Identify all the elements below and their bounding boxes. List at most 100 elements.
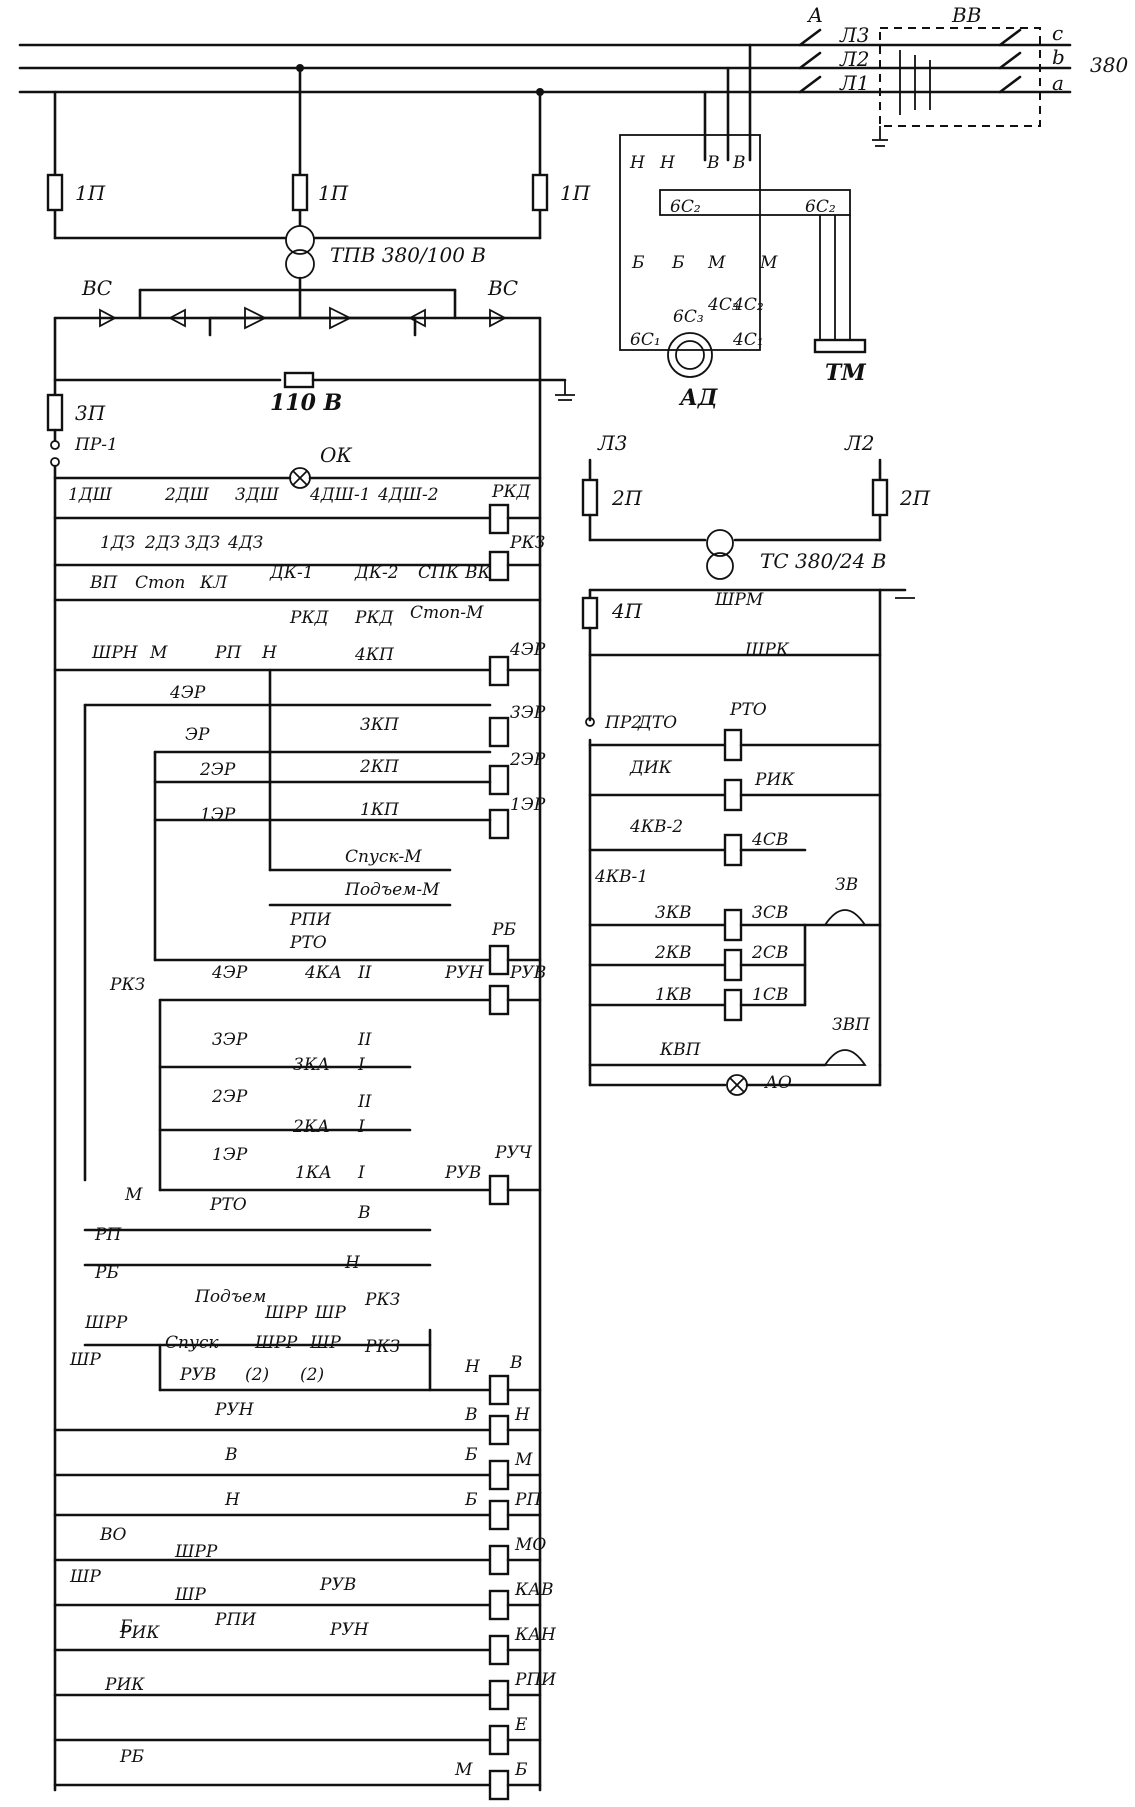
label-3sv: 3СВ: [752, 903, 788, 923]
label-l1: Л1: [839, 71, 869, 95]
label-i-2: I: [357, 1117, 365, 1137]
label-bc1: 6С₁: [630, 330, 661, 350]
label-ruv-ctrl-2: РУВ: [319, 1575, 356, 1595]
label-bc2-b: 6С₂: [805, 197, 836, 217]
label-4er-dir: 4ЭР: [211, 963, 248, 983]
label-motor-v1: В: [706, 153, 720, 173]
label-ii-2: II: [357, 1092, 372, 1112]
label-m-ctrl-2: М: [454, 1760, 473, 1780]
label-shrr: ШРР: [264, 1303, 308, 1323]
label-4dsh1: 4ДШ-1: [309, 485, 371, 505]
label-shr-3: ШР: [69, 1350, 101, 1370]
label-rto-sig: РТО: [729, 700, 767, 720]
label-sig-l2: Л2: [844, 431, 874, 455]
label-ruv: РУВ: [509, 963, 546, 983]
label-ao: АО: [764, 1073, 792, 1093]
label-vv: ВВ: [951, 3, 981, 27]
label-spk: СПК: [418, 563, 460, 583]
label-motor-b: Б: [631, 253, 645, 273]
label-shrn: ШРН: [91, 643, 139, 663]
supply-buses: [18, 27, 1072, 147]
label-4dsh2: 4ДШ-2: [377, 485, 439, 505]
label-podem-m: Подъем-М: [344, 880, 440, 900]
label-2kv: 2КВ: [654, 943, 691, 963]
label-b-ctrl-4: Б: [514, 1760, 528, 1780]
label-motor-b2: Б: [671, 253, 685, 273]
safety-chains: [53, 503, 542, 602]
label-b-ctrl-3: Б: [119, 1617, 133, 1637]
label-b-ctrl-2: Б: [464, 1490, 478, 1510]
direction-relays: [83, 984, 542, 1267]
label-pr1: ПР-1: [74, 435, 118, 455]
label-l3: Л3: [839, 23, 869, 47]
label-i-3: I: [357, 1055, 365, 1075]
signal-circuit: [581, 458, 915, 1096]
label-vp: ВП: [89, 573, 118, 593]
label-rpi-coil: РПИ: [514, 1670, 557, 1690]
label-two-1: (2): [245, 1365, 269, 1385]
label-run-ctrl: РУН: [214, 1400, 255, 1420]
label-4er: 4ЭР: [169, 683, 206, 703]
transformer-feed: [46, 66, 549, 279]
label-hc3: 4С₃: [707, 295, 739, 315]
label-podem: Подъем: [194, 1287, 266, 1307]
label-kav-coil: КАВ: [514, 1580, 554, 1600]
label-1kv: 1КВ: [655, 985, 691, 1005]
label-4er-coil: 4ЭР: [509, 640, 546, 660]
label-two-2: (2): [300, 1365, 324, 1385]
label-ruv-ctrl: РУВ: [179, 1365, 216, 1385]
label-rkz-ctrl: РКЗ: [364, 1290, 400, 1310]
label-kl: КЛ: [199, 573, 228, 593]
label-rp: РП: [214, 643, 242, 663]
label-vs-right: ВС: [487, 276, 518, 300]
label-3er-dir: 3ЭР: [212, 1030, 248, 1050]
label-1dsh: 1ДШ: [68, 485, 113, 505]
label-rkd-3: РКД: [354, 608, 395, 628]
label-bc2-a: 6С₂: [670, 197, 701, 217]
label-fuse-4p: 4П: [611, 599, 643, 623]
label-shr-4: ШР: [69, 1567, 101, 1587]
label-rkz-2: РКЗ: [364, 1337, 400, 1357]
label-1er-coil: 1ЭР: [510, 795, 546, 815]
label-2er-dir: 2ЭР: [211, 1087, 248, 1107]
label-er: ЭР: [185, 725, 210, 745]
label-rpi: РПИ: [289, 910, 332, 930]
label-motor-v2: В: [732, 153, 746, 173]
label-h-coil: Н: [514, 1405, 531, 1425]
label-2sv: 2СВ: [751, 943, 788, 963]
label-fuse-1p-a: 1П: [75, 181, 106, 205]
label-hc2: 4С₂: [732, 295, 764, 315]
label-2er: 2ЭР: [199, 760, 236, 780]
label-ts: ТС 380/24 В: [760, 549, 886, 573]
label-bc3: 6С₃: [673, 307, 704, 327]
label-fuse-1p-c: 1П: [560, 181, 591, 205]
label-rkz: РКЗ: [509, 533, 545, 553]
label-phase-a: А: [806, 3, 823, 27]
label-2kp: 2КП: [359, 757, 400, 777]
label-ii: II: [357, 963, 372, 983]
label-dik: ДИК: [629, 758, 673, 778]
label-motor-n2: Н: [659, 153, 676, 173]
label-rp-coil: РП: [514, 1490, 542, 1510]
rectifier-bridge: [53, 276, 575, 1792]
label-shr: ШР: [314, 1303, 346, 1323]
label-run: РУН: [444, 963, 485, 983]
label-c: c: [1052, 21, 1063, 45]
label-tm: ТМ: [825, 360, 866, 386]
label-rkd-2: РКД: [289, 608, 330, 628]
label-fuse-2p-b: 2П: [899, 486, 931, 510]
label-dto: ДТО: [637, 713, 677, 733]
label-vk: ВК: [464, 563, 491, 583]
label-dk2: ДК-2: [354, 563, 399, 583]
label-rkz-dir: РКЗ: [109, 975, 145, 995]
label-shrr-2: ШРР: [254, 1333, 298, 1353]
label-shrm: ШРМ: [714, 590, 764, 610]
label-vs-left: ВС: [81, 276, 112, 300]
label-3er-coil: 3ЭР: [510, 703, 546, 723]
label-mo-coil: МО: [514, 1535, 546, 1555]
label-2er-coil: 2ЭР: [509, 750, 546, 770]
label-fuse-3p: 3П: [75, 401, 106, 425]
motor-section: [619, 43, 867, 378]
